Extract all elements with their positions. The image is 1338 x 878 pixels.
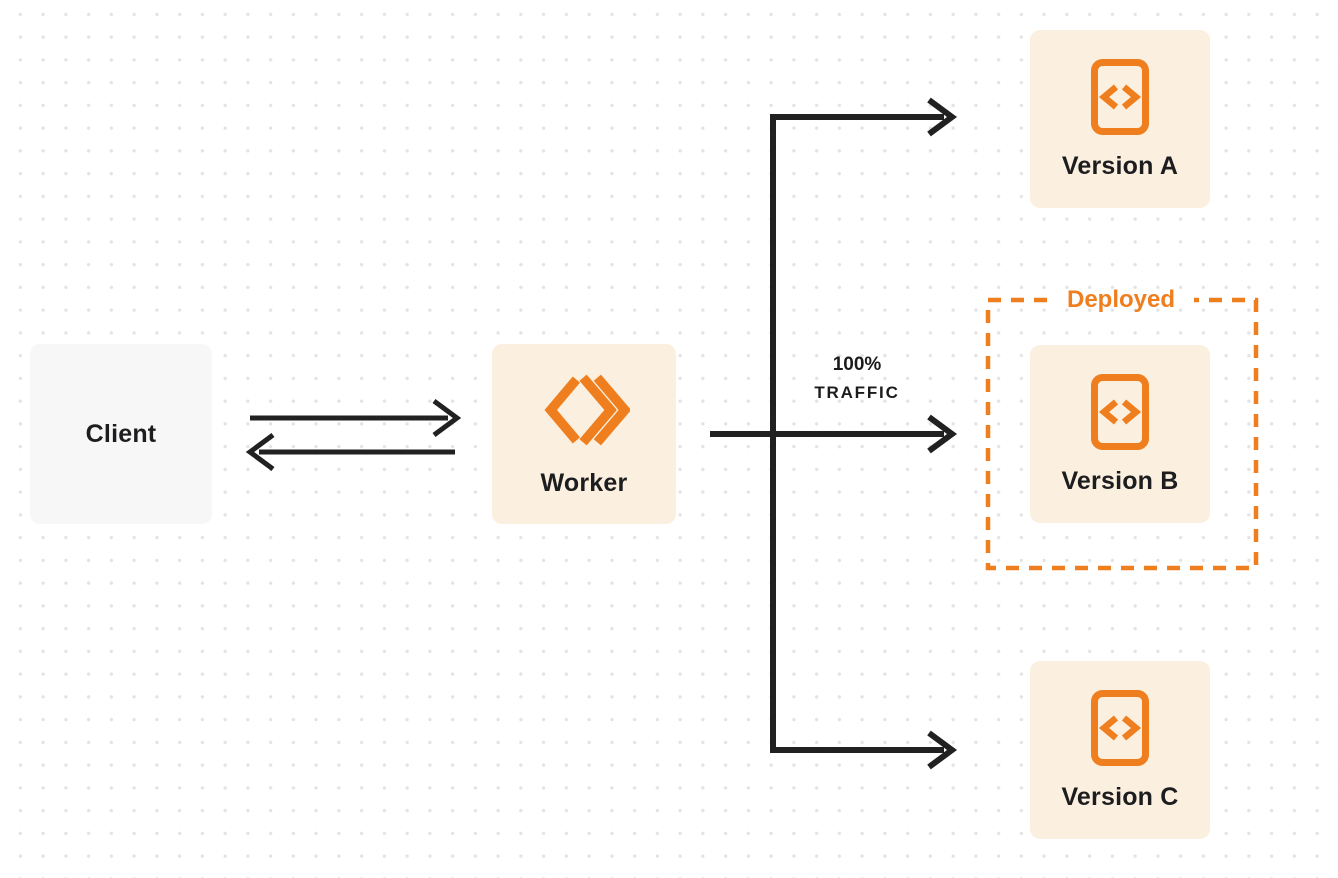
version-c-label: Version C bbox=[1061, 782, 1179, 811]
worker-label: Worker bbox=[540, 468, 628, 497]
deployed-label: Deployed bbox=[1066, 286, 1176, 313]
node-worker: Worker bbox=[492, 344, 676, 524]
node-version-a: Version A bbox=[1030, 30, 1210, 208]
arrow-to-version-b bbox=[710, 414, 958, 454]
client-label: Client bbox=[85, 419, 157, 448]
traffic-word: TRAFFIC bbox=[814, 383, 900, 402]
branch-trunk bbox=[770, 114, 944, 753]
worker-to-client-arrow bbox=[245, 432, 455, 472]
code-file-icon bbox=[1090, 58, 1150, 136]
node-client: Client bbox=[30, 344, 212, 524]
client-to-worker-arrow bbox=[250, 398, 462, 438]
version-b-label: Version B bbox=[1061, 466, 1179, 495]
arrow-to-version-c bbox=[927, 730, 958, 770]
node-version-c: Version C bbox=[1030, 661, 1210, 839]
workers-chevrons-icon bbox=[538, 371, 630, 449]
code-file-icon bbox=[1090, 373, 1150, 451]
traffic-label: 100% TRAFFIC bbox=[786, 351, 928, 408]
arrow-to-version-a bbox=[927, 97, 958, 137]
version-a-label: Version A bbox=[1061, 151, 1179, 180]
code-file-icon bbox=[1090, 689, 1150, 767]
traffic-percent: 100% bbox=[832, 354, 882, 375]
node-version-b: Version B bbox=[1030, 345, 1210, 523]
